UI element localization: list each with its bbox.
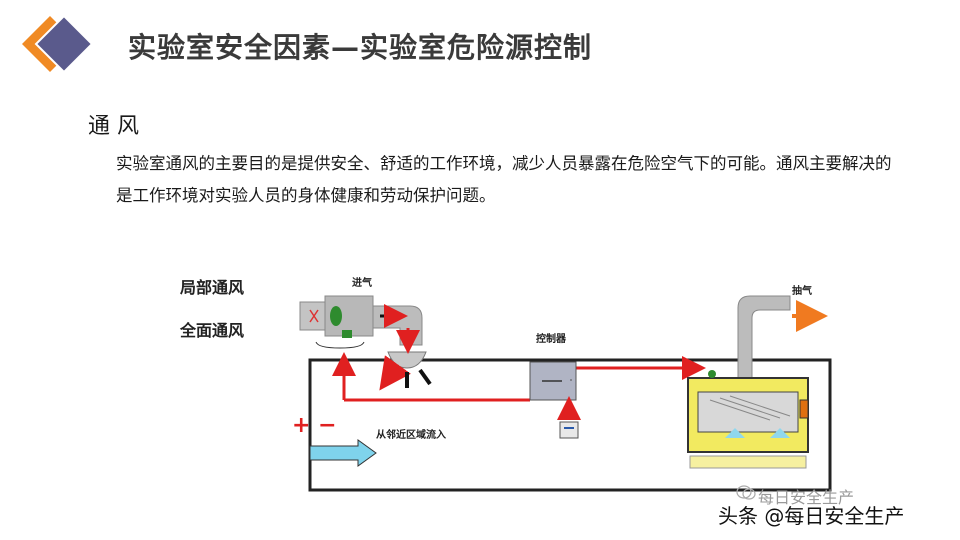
intake-duct xyxy=(299,295,423,349)
legend-local-ventilation: 局部通风 xyxy=(180,278,245,297)
label-controller: 控制器 xyxy=(536,334,566,345)
airflow-path xyxy=(342,365,700,402)
watermark-faint: 每日安全生产 xyxy=(758,488,855,507)
inflow-arrow xyxy=(309,439,377,467)
logo-icon xyxy=(22,14,94,74)
section-heading: 通 风 xyxy=(88,114,139,139)
wechat-icon xyxy=(736,485,756,500)
slide-title: 实验室安全因素—实验室危险源控制 xyxy=(128,31,593,64)
diffuser xyxy=(387,351,427,369)
legend-general-ventilation: 全面通风 xyxy=(180,321,245,340)
watermark-main: 头条 @每日安全生产 xyxy=(718,504,905,528)
ventilation-diagram: + − 进气 控制器 抽气 从邻近区域流入 xyxy=(280,260,840,500)
fume-hood xyxy=(687,295,809,469)
label-inflow: 从邻近区域流入 xyxy=(376,430,446,441)
room-outline xyxy=(308,358,832,492)
label-intake: 进气 xyxy=(352,278,372,289)
controller xyxy=(529,361,579,439)
body-paragraph: 实验室通风的主要目的是提供安全、舒适的工作环境，减少人员暴露在危险空气下的可能。… xyxy=(116,154,892,205)
pressure-sign: + − xyxy=(292,413,337,438)
label-exhaust: 抽气 xyxy=(792,286,812,297)
